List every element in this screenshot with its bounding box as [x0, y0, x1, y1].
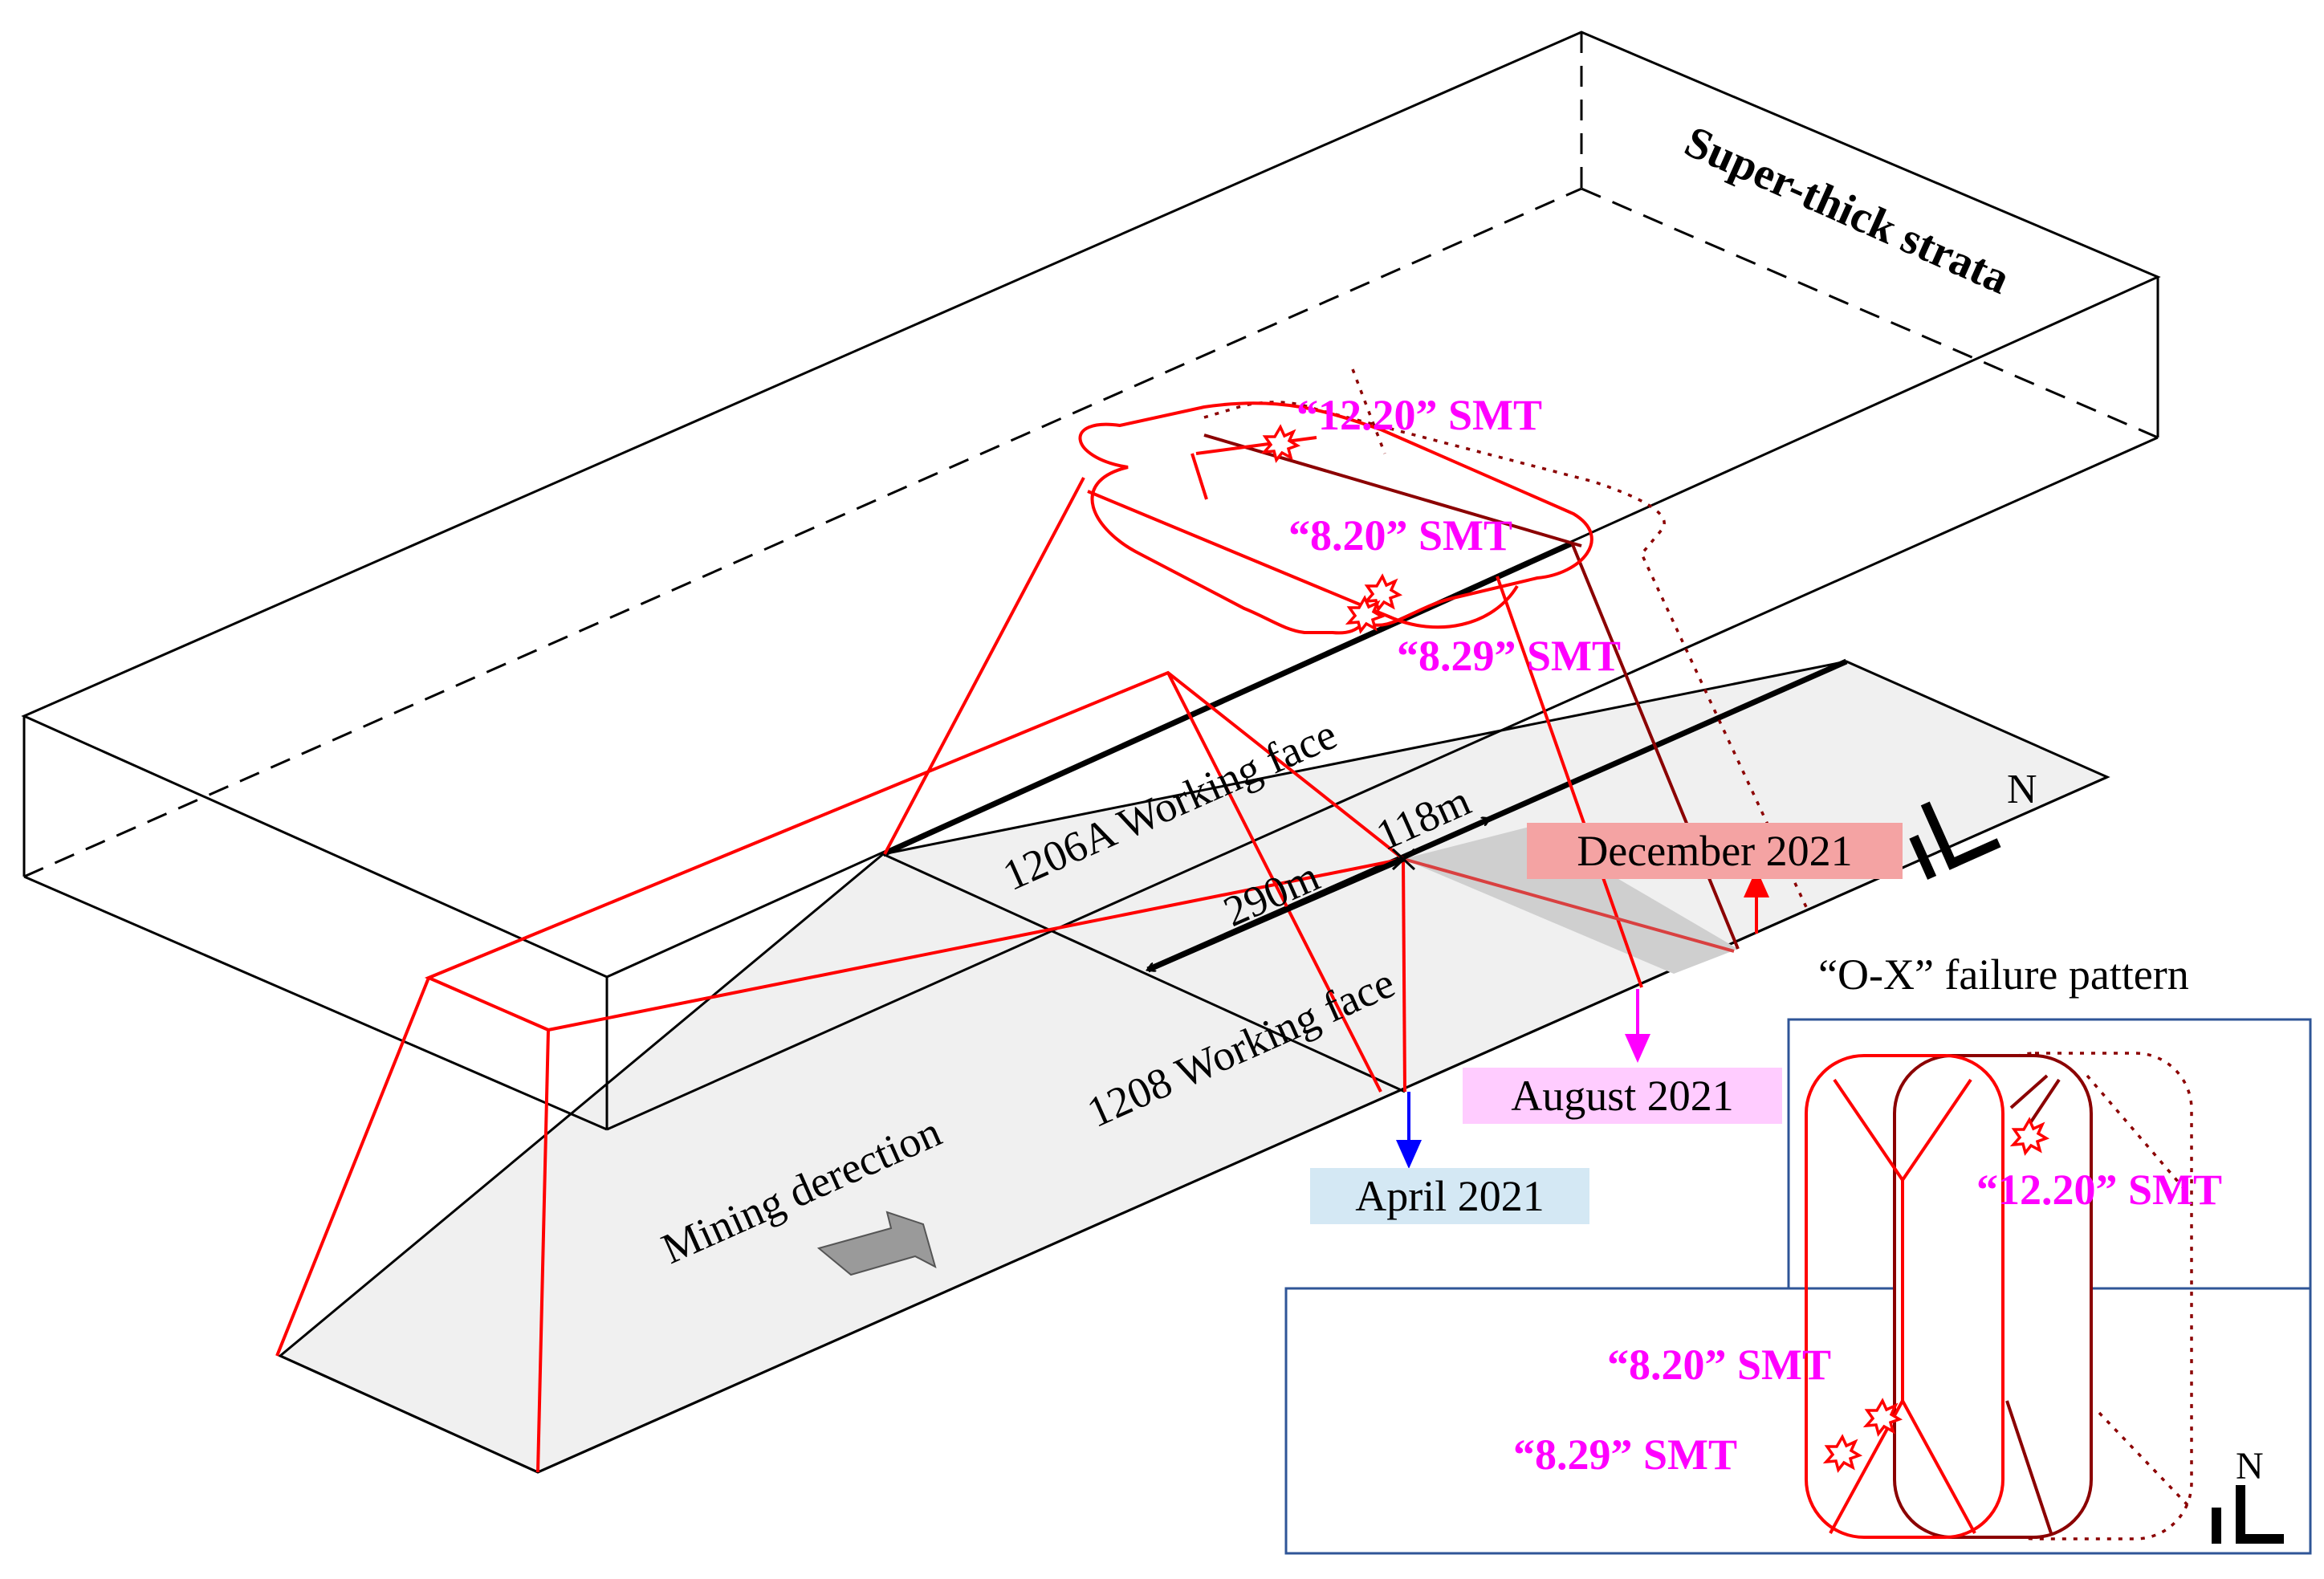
ox-inset: “O-X” failure pattern “12.20” SMT “8.20”…: [1284, 950, 2312, 1555]
mined-region-aug-dec: [1403, 827, 1738, 974]
failure-ellipse: [1078, 401, 1593, 635]
star-icon: [2009, 1117, 2050, 1156]
august-box: [1463, 1068, 1782, 1124]
smt-829-label: “8.29” SMT: [1397, 632, 1621, 680]
date-labels: December 2021 August 2021 April 2021: [1310, 823, 1903, 1224]
august-label: August 2021: [1511, 1072, 1734, 1120]
time-arrows: [1396, 869, 1769, 1169]
inset-north-label: N: [2236, 1445, 2264, 1487]
dimensions: [1148, 819, 1489, 973]
inset-smt-820-label: “8.20” SMT: [1607, 1341, 1831, 1389]
star-icon: [1345, 595, 1386, 634]
star-icon: [1862, 1398, 1903, 1437]
april-box: [1310, 1168, 1589, 1224]
failure-structure: [275, 368, 1808, 1473]
smt-820-label: “8.20” SMT: [1288, 511, 1512, 560]
inset-smt-1220-label: “12.20” SMT: [1976, 1166, 2222, 1214]
smt-1220-label: “12.20” SMT: [1296, 391, 1542, 439]
inset-smt-829-label: “8.29” SMT: [1513, 1430, 1737, 1479]
april-label: April 2021: [1355, 1172, 1545, 1220]
ox-title: “O-X” failure pattern: [1818, 950, 2189, 999]
north-label: N: [2007, 767, 2037, 812]
strata-box: [21, 31, 2161, 1131]
star-icon: [1822, 1434, 1863, 1473]
december-label: December 2021: [1577, 827, 1852, 875]
mining-direction-arrow: [816, 1211, 937, 1276]
star-icon: [1260, 424, 1301, 463]
star-icon: [1362, 573, 1403, 612]
inset-frame-lower: [1284, 1287, 2312, 1555]
north-arrow-main: N: [1909, 767, 2037, 880]
smt-markers: [1260, 424, 1403, 634]
north-arrow-inset: [2212, 1485, 2284, 1544]
face-1206a-boundary: [881, 539, 1575, 857]
december-box: [1527, 823, 1903, 879]
